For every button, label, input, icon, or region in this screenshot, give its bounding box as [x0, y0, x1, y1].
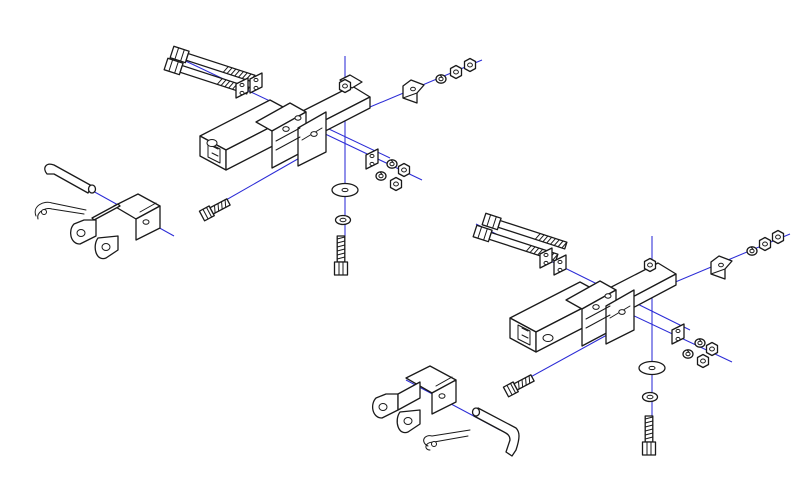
flat-washer [331, 182, 359, 198]
side-bracket [365, 148, 379, 170]
flat-washer [638, 360, 666, 376]
clevis-shank [69, 193, 161, 260]
hex-nut [771, 229, 785, 245]
hex-nut [389, 176, 403, 192]
hex-nut [705, 341, 719, 357]
clevis-plate [235, 77, 249, 99]
vertical-bolt [641, 415, 657, 456]
left-clevis-set [34, 163, 175, 260]
lock-washer [682, 349, 694, 359]
assembly-lower-right [472, 212, 791, 456]
right-clevis-set [371, 365, 520, 457]
lock-washer [746, 246, 758, 256]
axis-cross-bolt [211, 151, 311, 209]
vertical-bolt [333, 235, 349, 276]
assembly-upper-left [163, 45, 483, 276]
clevis-shank [371, 365, 457, 434]
hex-nut [696, 353, 710, 369]
axis-cross-bolt [515, 329, 617, 386]
hitch-receiver [199, 74, 371, 171]
hex-nut [397, 162, 411, 178]
side-bracket [671, 323, 685, 345]
lock-washer [386, 159, 398, 169]
hair-pin-clip [423, 429, 471, 451]
hex-nut [463, 57, 477, 73]
hair-pin-clip [34, 201, 87, 220]
small-washer [641, 391, 659, 403]
cross-bolt [502, 372, 536, 398]
square-plate [710, 255, 733, 280]
lock-washer [694, 338, 706, 348]
hex-nut [449, 64, 463, 80]
hitch-receiver [509, 262, 677, 353]
hitch-pin [471, 407, 520, 457]
small-washer [334, 214, 352, 226]
hex-nut [758, 236, 772, 252]
cross-bolt [198, 196, 232, 222]
lock-washer [435, 74, 447, 84]
lock-washer [375, 171, 387, 181]
hitch-pin [44, 163, 97, 194]
square-plate [402, 79, 425, 104]
top-nut [643, 257, 657, 273]
top-nut [338, 78, 352, 94]
